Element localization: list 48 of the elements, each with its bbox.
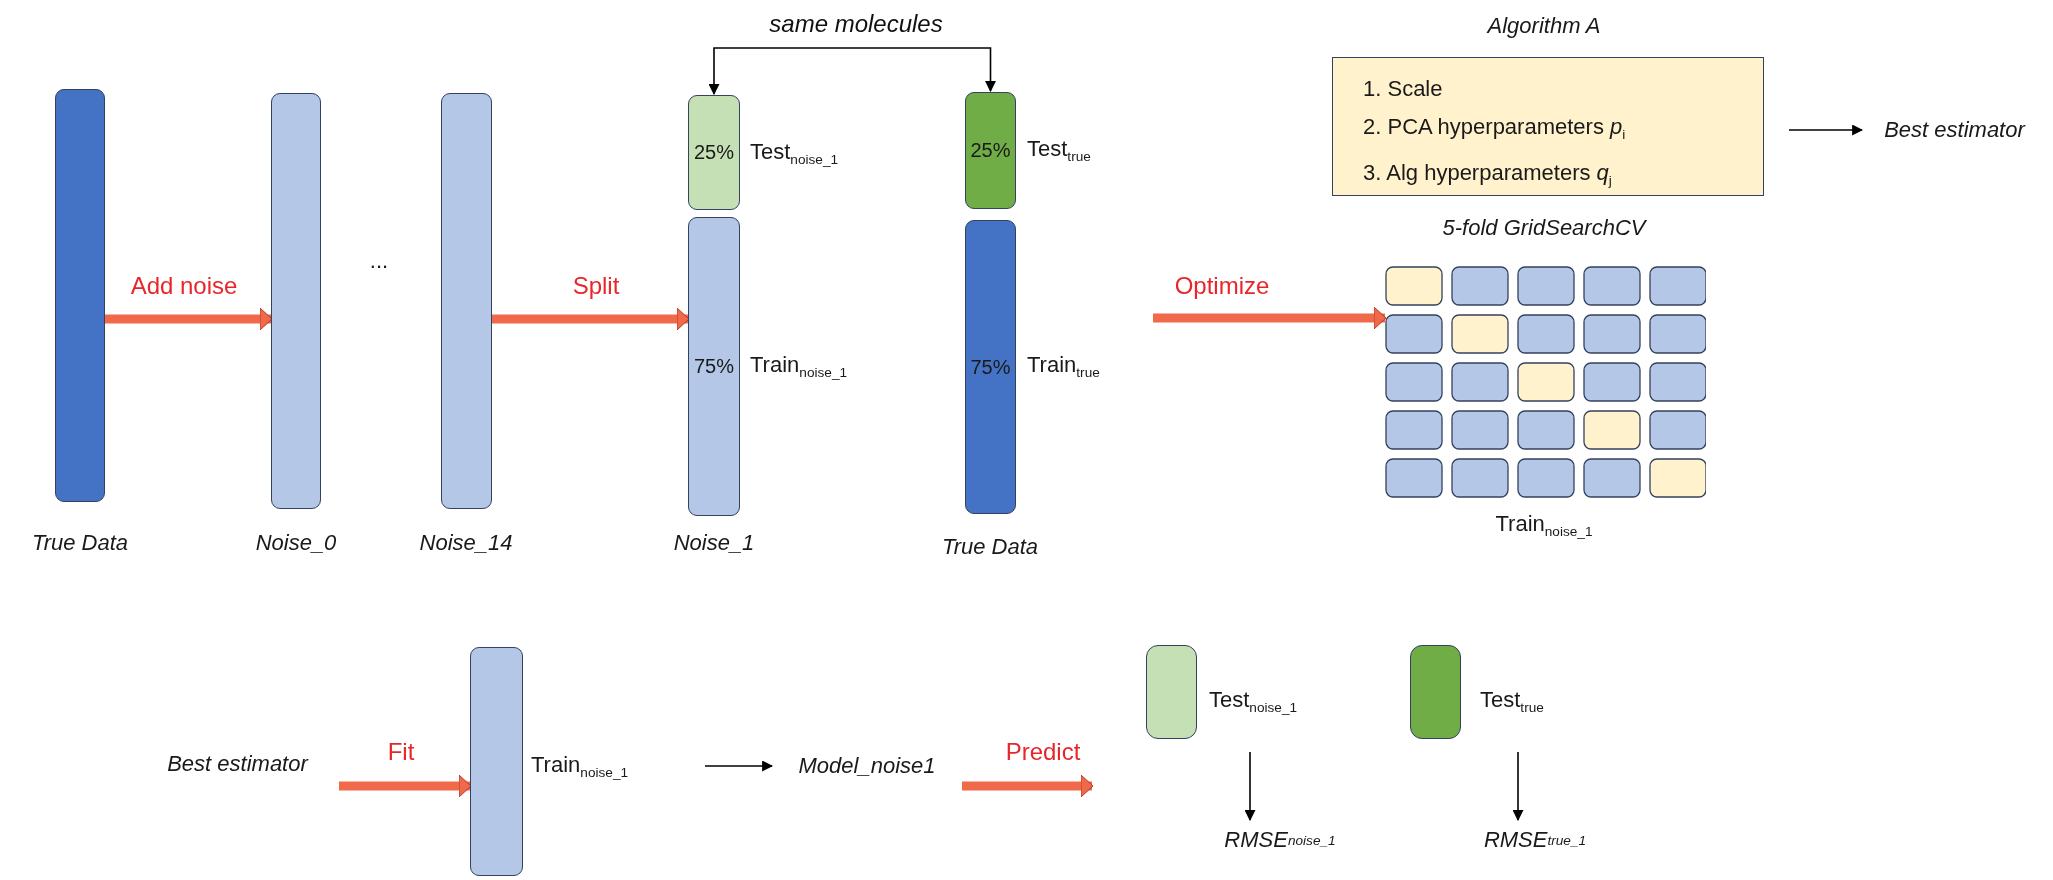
- block-arrow: [962, 774, 1094, 798]
- node-label: Train$_{noise_1}$: [531, 752, 629, 782]
- node-label: Train$_{noise_1}$: [1494, 511, 1594, 541]
- panel-title: Algorithm A: [1485, 13, 1602, 40]
- estimator-label: Best estimator: [140, 746, 335, 782]
- block-arrow: [105, 307, 273, 331]
- arrow: [1512, 751, 1524, 822]
- list-item: 3. Alg hyperparameters q$_{j}$: [1363, 158, 1612, 190]
- percent-label: 75%: [694, 355, 734, 378]
- percent-label: 25%: [970, 139, 1011, 162]
- node-label: Train$_{true}$: [1027, 352, 1100, 382]
- node-label: True Data: [30, 530, 130, 557]
- data-bar: [441, 93, 492, 509]
- list-item: 1. Scale: [1363, 75, 1443, 103]
- data-bar: [55, 89, 105, 502]
- block-arrow: [1153, 306, 1387, 330]
- node-label: Test$_{true}$: [1480, 687, 1544, 717]
- ellipsis-text: ...: [368, 248, 390, 275]
- arrow: [1788, 124, 1864, 136]
- node-label: Test$_{true}$: [1027, 136, 1091, 166]
- estimator-label: Best estimator: [1862, 112, 2047, 148]
- data-bar: [271, 93, 321, 509]
- test-box: [1410, 645, 1461, 739]
- test-split-bar: [688, 95, 740, 210]
- node-label: Train$_{noise_1}$: [750, 352, 848, 382]
- data-bar: [470, 647, 523, 876]
- arrow: [704, 760, 774, 772]
- edge-label: Optimize: [1122, 272, 1322, 301]
- node-label: True Data: [940, 534, 1040, 561]
- train-split-bar: [688, 217, 740, 516]
- test-box: [1146, 645, 1197, 739]
- list-item: 2. PCA hyperparameters p$_{i}$: [1363, 113, 1626, 144]
- arrow: [1244, 751, 1256, 822]
- block-arrow: [339, 774, 472, 798]
- node-label: Noise_1: [672, 530, 756, 557]
- block-arrow: [492, 307, 690, 331]
- train-split-bar: [965, 220, 1016, 514]
- panel-title: 5-fold GridSearchCV: [1441, 215, 1648, 242]
- test-split-bar: [965, 92, 1016, 209]
- node-label: Noise_0: [254, 530, 338, 557]
- arrow: [708, 47, 996, 96]
- node-label: Noise_14: [418, 530, 514, 557]
- algorithm-panel: [1332, 57, 1764, 196]
- node-label: Test$_{noise_1}$: [1209, 687, 1298, 717]
- edge-label: Split: [496, 272, 696, 301]
- percent-label: 25%: [694, 141, 734, 164]
- node-label: Test$_{noise_1}$: [750, 139, 839, 169]
- percent-label: 75%: [970, 355, 1011, 379]
